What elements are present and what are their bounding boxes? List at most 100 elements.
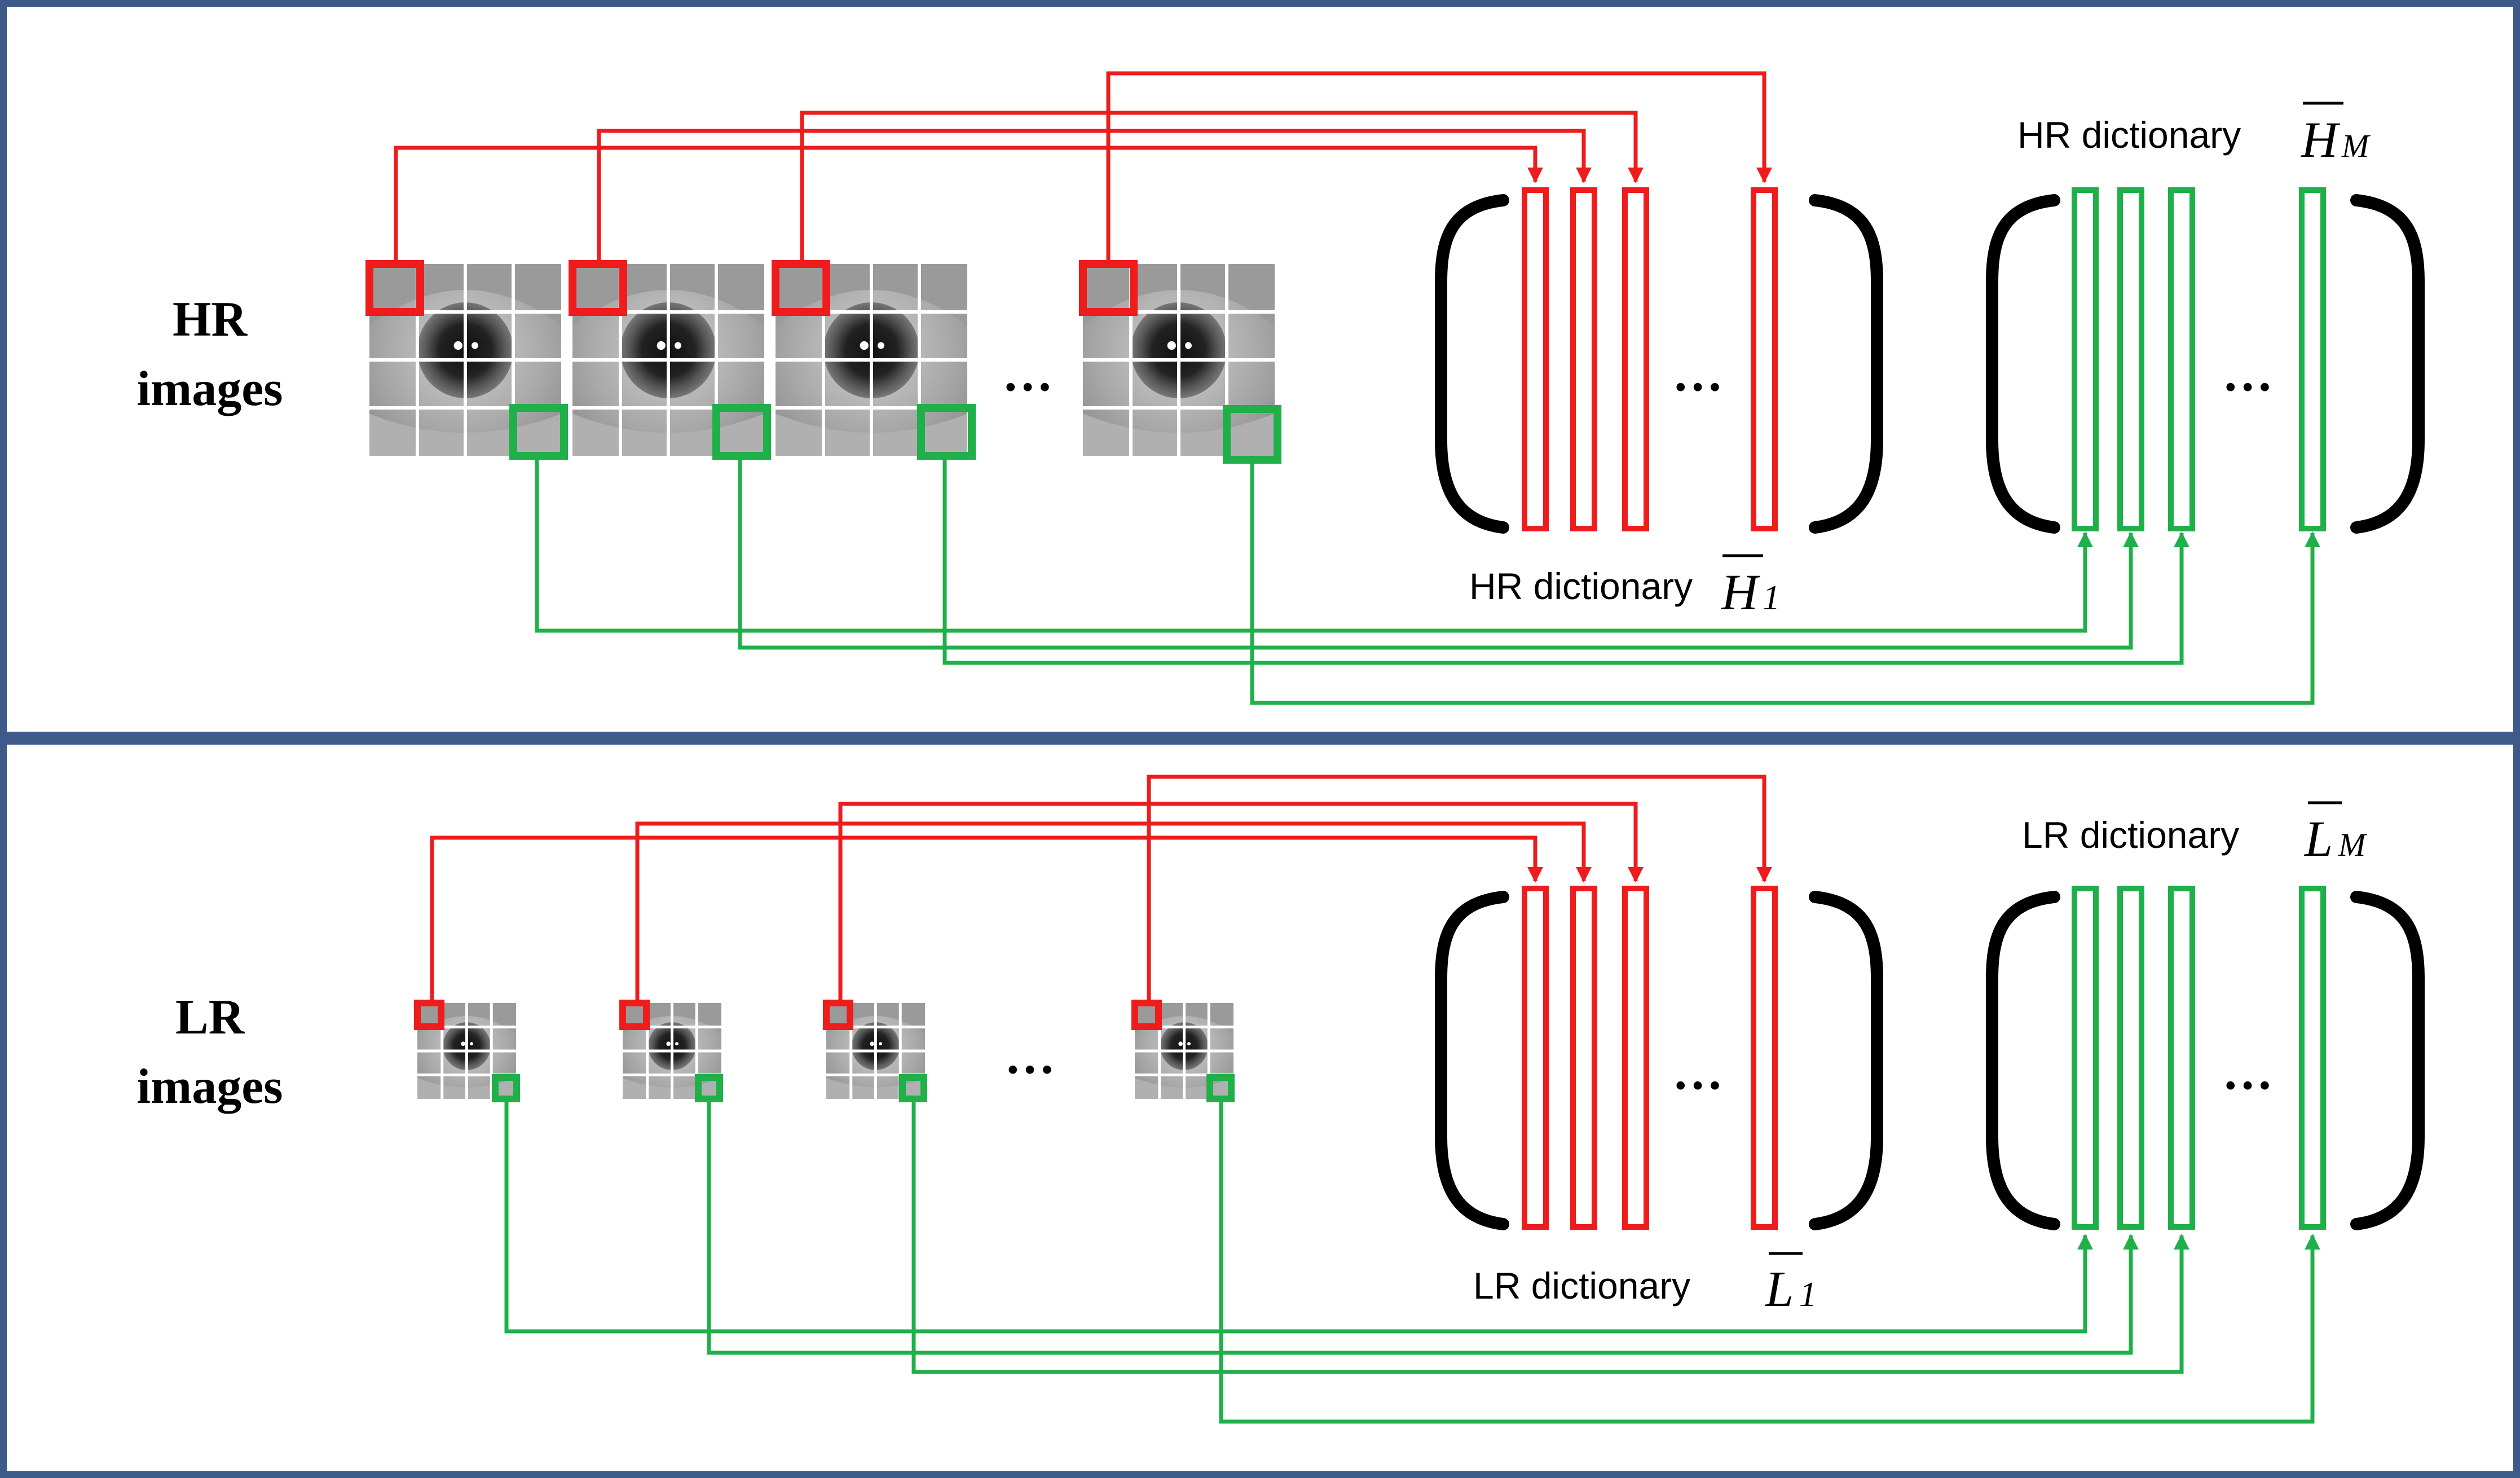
lr-eye-image-2 [619, 1000, 723, 1102]
lr-eye-image-3-green-patch [899, 1074, 927, 1102]
lr-eye-image-1-glint [461, 1041, 465, 1046]
hr-dictM-left-bracket [1986, 194, 2060, 534]
hr-eye-image-4-green-patch [1223, 405, 1281, 464]
lr-dictionary-m: … LR dictionary L M [1986, 801, 2425, 1230]
lr-green-connectors [504, 1102, 2320, 1424]
lr-dictM-symbol: L [2303, 811, 2333, 867]
lr-red-connectors [430, 775, 1772, 1004]
hr-dict1-symbol: H [1721, 565, 1761, 621]
lr-eye-image-3-red-patch [823, 1000, 853, 1030]
hr-dict1-right-bracket [1809, 194, 1883, 534]
hr-red-connector-2 [597, 129, 1592, 264]
lr-dict1-left-bracket [1435, 891, 1509, 1230]
hr-eye-image-3 [772, 260, 976, 460]
hr-dictM-atom-4 [2299, 187, 2326, 531]
lr-dictM-left-bracket [1986, 891, 2060, 1230]
hr-images-label: HR images [136, 292, 283, 416]
lr-dict1-symbol: L [1764, 1261, 1794, 1317]
lr-dictM-atom-3 [2168, 886, 2195, 1230]
lr-green-connector-2 [707, 1102, 2139, 1355]
lr-eye-image-4-glint [1178, 1041, 1183, 1046]
hr-eye-image-1 [365, 260, 568, 460]
hr-eye-image-2-glint-2 [675, 342, 681, 349]
hr-green-connectors [535, 456, 2320, 705]
hr-eye-image-3-glint-2 [878, 342, 884, 349]
lr-eye-image-4-green-patch [1206, 1074, 1235, 1102]
lr-green-connector-1 [504, 1102, 2093, 1334]
hr-dict1-atom-4 [1751, 187, 1778, 531]
lr-red-connector-4 [1147, 775, 1772, 1004]
lr-eye-image-4-glint-2 [1187, 1042, 1191, 1046]
hr-dict1-caption: HR dictionary [1469, 565, 1693, 607]
hr-green-connector-4 [1250, 463, 2320, 705]
lr-dictM-atom-1 [2072, 886, 2099, 1230]
lr-dictM-subscript: M [2338, 826, 2367, 863]
hr-red-connector-1 [394, 146, 1543, 264]
hr-dictM-caption: HR dictionary [2017, 114, 2241, 156]
lr-dictM-ellipsis: … [2222, 1044, 2273, 1100]
hr-dictM-atom-2 [2117, 187, 2144, 531]
hr-red-connector-3 [800, 111, 1644, 264]
lr-red-connector-1 [430, 835, 1543, 1004]
hr-eye-image-3-glint [860, 341, 869, 350]
lr-dict1-ellipsis: … [1672, 1044, 1723, 1100]
hr-red-connectors [394, 71, 1772, 264]
lr-label-line1: LR [175, 990, 245, 1045]
hr-eye-image-2-glint [657, 341, 666, 350]
lr-eye-image-4-red-patch [1131, 1000, 1162, 1030]
lr-dictionary-1: … LR dictionary L 1 [1435, 886, 1883, 1317]
hr-dict1-atom-3 [1622, 187, 1649, 531]
lr-dictM-atom-4 [2299, 886, 2326, 1230]
lr-dict1-subscript: 1 [1799, 1275, 1817, 1314]
lr-eye-image-2-red-patch [619, 1000, 650, 1030]
hr-green-connector-1 [535, 456, 2093, 633]
hr-image-row [365, 260, 1281, 464]
lr-eye-image-1-glint-2 [470, 1042, 473, 1046]
hr-label-line1: HR [173, 292, 248, 347]
hr-dictM-right-bracket [2350, 194, 2425, 534]
lr-dictM-caption: LR dictionary [2022, 814, 2239, 856]
lr-eye-image-3-glint-2 [879, 1042, 882, 1046]
lr-green-connector-3 [911, 1102, 2189, 1374]
lr-dict1-atom-3 [1622, 886, 1649, 1230]
lr-images-ellipsis: … [1005, 1028, 1055, 1084]
lr-dictM-atom-2 [2117, 886, 2144, 1230]
lr-eye-image-2-glint-2 [675, 1042, 679, 1046]
hr-label-line2: images [136, 362, 283, 416]
hr-eye-image-4-glint-2 [1185, 342, 1192, 349]
hr-eye-image-4 [1079, 260, 1281, 464]
hr-dictionary-m: … HR dictionary H M [1986, 102, 2425, 534]
lr-red-connector-2 [635, 821, 1592, 1004]
lr-images-label: LR images [136, 990, 283, 1114]
lr-eye-image-3-glint [870, 1041, 874, 1046]
lr-eye-image-3 [823, 1000, 927, 1102]
lr-dict1-atom-2 [1570, 886, 1597, 1230]
hr-eye-image-2 [569, 260, 771, 460]
lr-green-connector-4 [1219, 1102, 2320, 1424]
lr-dictM-right-bracket [2350, 891, 2425, 1230]
lr-label-line2: images [136, 1059, 283, 1114]
lr-dict1-atom-4 [1751, 886, 1778, 1230]
hr-eye-image-4-glint [1167, 341, 1176, 350]
lr-eye-image-4 [1131, 1000, 1235, 1102]
hr-eye-image-1-glint [453, 341, 462, 350]
hr-dictionary-1: … HR dictionary H 1 [1435, 187, 1883, 621]
lr-image-row [414, 1000, 1235, 1102]
hr-dict1-atom-1 [1522, 187, 1549, 531]
hr-dictM-ellipsis: … [2222, 346, 2273, 402]
lr-eye-image-2-glint [666, 1041, 671, 1046]
hr-dict1-ellipsis: … [1672, 346, 1723, 402]
lr-dict1-atom-1 [1522, 886, 1549, 1230]
hr-dictM-subscript: M [2341, 127, 2371, 164]
hr-dictM-atom-1 [2072, 187, 2099, 531]
hr-dictM-symbol: H [2301, 112, 2341, 168]
lr-eye-image-1-green-patch [492, 1074, 520, 1102]
lr-eye-image-2-green-patch [695, 1074, 723, 1102]
hr-red-connector-4 [1106, 71, 1772, 264]
lr-dict1-caption: LR dictionary [1473, 1265, 1690, 1307]
lr-dict1-right-bracket [1809, 891, 1883, 1230]
hr-dict1-subscript: 1 [1763, 579, 1780, 617]
lr-eye-image-1-red-patch [414, 1000, 444, 1030]
